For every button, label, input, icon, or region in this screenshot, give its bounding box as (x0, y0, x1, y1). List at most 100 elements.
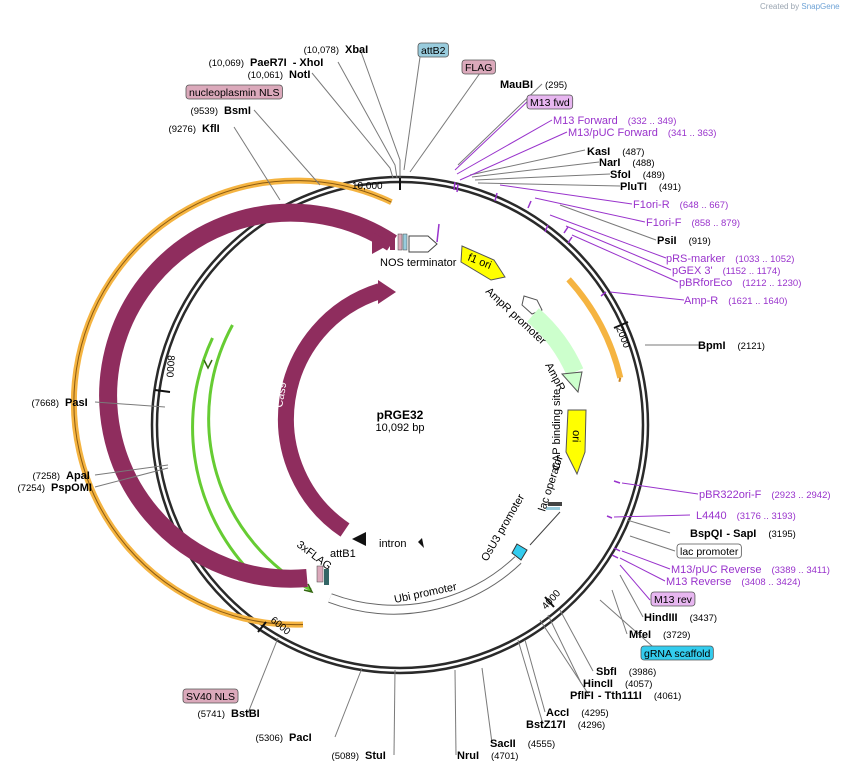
feature-marker-2 (397, 233, 403, 251)
site-position: (4296) (578, 720, 605, 731)
site-alias: - SapI (726, 528, 756, 540)
site-name: BsmI (224, 105, 251, 117)
site-name: BspQI (690, 528, 722, 540)
site-position: (3195) (768, 529, 795, 540)
feature-label: attB1 (330, 548, 356, 560)
feature-label: CAP binding site (551, 389, 563, 470)
grna-scaffold-marker (511, 543, 528, 561)
site-position: (4701) (491, 751, 518, 762)
site-position: (7668) (32, 398, 59, 409)
feature-marker-1 (390, 234, 395, 250)
site-name: MauBI (500, 79, 533, 91)
site-position: (4057) (625, 679, 652, 690)
tick-label: 6000 (268, 615, 292, 638)
boxed-label-bg (185, 84, 283, 100)
feature-label: NOS terminator (380, 257, 457, 269)
boxed-label-text: gRNA scaffold (644, 648, 711, 660)
plasmid-name: pRGE32 (376, 408, 424, 422)
site-position: (9539) (191, 106, 218, 117)
site-position: (919) (689, 236, 711, 247)
primer-name: M13 Reverse (666, 576, 731, 588)
watermark-prefix: Created by (760, 2, 800, 11)
site-position: (5089) (332, 751, 359, 762)
primer-range: (341 .. 363) (668, 128, 717, 139)
site-name: PflFI (570, 690, 594, 702)
ampr-arc (526, 308, 584, 376)
site-position: (3986) (629, 667, 656, 678)
site-position: (489) (643, 170, 665, 181)
feature-label: Cas9 (273, 381, 289, 408)
site-position: (4555) (528, 739, 555, 750)
site-name: SacII (490, 738, 516, 750)
site-position: (10,078) (304, 45, 339, 56)
ring-ticks (154, 176, 629, 633)
primer-name: F1ori-R (633, 199, 670, 211)
site-position: (7258) (33, 471, 60, 482)
primer-range: (3176 .. 3193) (737, 511, 796, 522)
primer-range: (3408 .. 3424) (741, 577, 800, 588)
boxed-label-bg (676, 543, 742, 559)
site-alias: - XhoI (293, 57, 324, 69)
boxed-label-text: M13 rev (654, 594, 693, 606)
site-name: PsiI (657, 235, 677, 247)
boxed-label-bg (461, 59, 496, 75)
site-name: PspOMI (51, 482, 92, 494)
cap-binding-marker (546, 507, 560, 510)
site-position: (4295) (581, 708, 608, 719)
ubi-promoter-arc (328, 557, 521, 614)
primer-range: (648 .. 667) (680, 200, 729, 211)
site-position: (491) (659, 182, 681, 193)
ampr-arrowhead (560, 371, 583, 394)
plasmid-length: 10,092 bp (375, 422, 425, 434)
boxed-label-text: lac promoter (680, 546, 739, 558)
osu3-promoter-arrow (529, 511, 561, 546)
attb1-marker (324, 569, 329, 585)
primer-name: pGEX 3' (672, 265, 713, 277)
feature-label: 3xFLAG (294, 539, 333, 573)
leader-lines (94, 48, 700, 756)
site-position: (3437) (690, 613, 717, 624)
site-position: (3729) (663, 630, 690, 641)
primer-range: (1212 .. 1230) (742, 278, 801, 289)
primer-range: (858 .. 879) (691, 218, 740, 229)
site-name: XbaI (345, 44, 368, 56)
primer-name: L4440 (696, 510, 727, 522)
primer-name: M13/pUC Forward (568, 127, 658, 139)
boxed-label-bg (526, 94, 574, 110)
feature-label: Cas9 (223, 371, 239, 398)
site-name: PluTI (620, 181, 647, 193)
site-position: (7254) (18, 483, 45, 494)
boxed-label-text: M13 fwd (530, 97, 570, 109)
primer-range: (1152 .. 1174) (723, 266, 781, 277)
site-name: MfeI (629, 629, 651, 641)
site-position: (487) (622, 147, 644, 158)
ori-arrow (565, 409, 587, 476)
boxed-label-bg (182, 688, 239, 704)
site-position: (9276) (169, 124, 196, 135)
boxed-label-text: FLAG (465, 62, 492, 74)
tick-label: 8000 (163, 355, 176, 378)
site-name: SbfI (596, 666, 617, 678)
site-name: AccI (546, 707, 569, 719)
intron-marker (418, 538, 424, 548)
watermark-name: SnapGene (801, 2, 840, 11)
feature-label: ori (570, 430, 582, 443)
site-labels: PaeR7I(10,069)- XhoIXbaI(10,078)NotI(10,… (18, 44, 796, 762)
primer-range: (3389 .. 3411) (771, 565, 829, 576)
primer-name: Amp-R (684, 295, 718, 307)
primer-name: pBRforEco (679, 277, 732, 289)
primer-labels: M13 Forward(332 .. 349)M13/pUC Forward(3… (553, 115, 831, 588)
primer-ticks (436, 181, 621, 559)
site-name: PacI (289, 732, 312, 744)
site-position: (488) (632, 158, 654, 169)
site-name: PaeR7I (250, 57, 287, 69)
cas9-arc-outer (99, 203, 397, 588)
nos-terminator-arrow (408, 235, 438, 253)
site-position: (10,061) (248, 70, 283, 81)
boxed-label-bg (640, 645, 714, 661)
primer-range: (332 .. 349) (628, 116, 677, 127)
site-name: NarI (599, 157, 620, 169)
